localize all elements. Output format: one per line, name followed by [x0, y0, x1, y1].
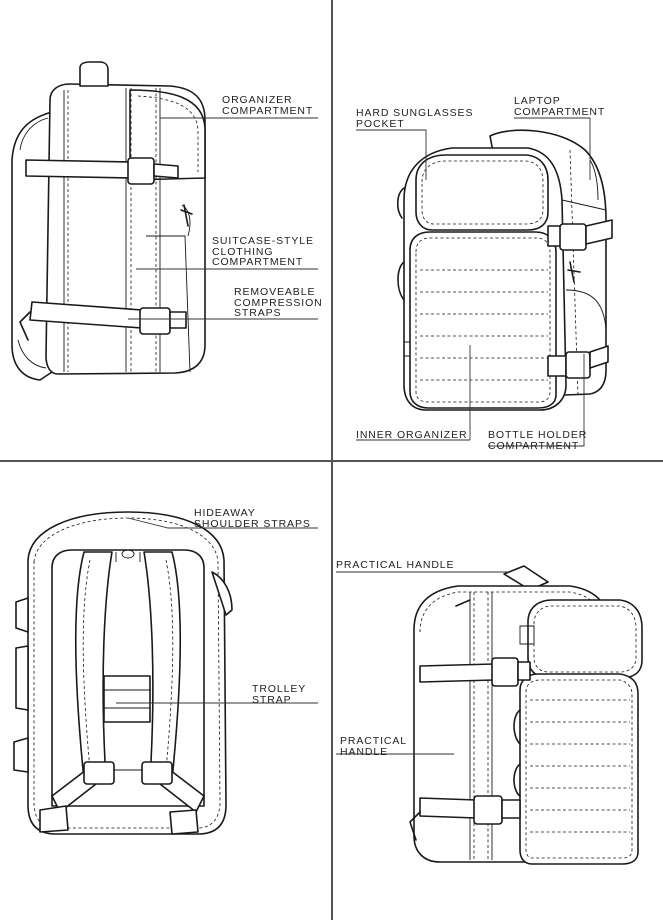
label-hideaway-shoulder-straps: HIDEAWAY SHOULDER STRAPS [194, 507, 311, 530]
label-removeable-compression-straps: REMOVEABLE COMPRESSION STRAPS [234, 286, 323, 319]
front-view-backpack [396, 129, 613, 411]
side-view-backpack [11, 61, 206, 381]
label-inner-organizer: INNER ORGANIZER [356, 429, 468, 441]
label-laptop-compartment: LAPTOP COMPARTMENT [514, 95, 606, 118]
back-view-backpack [13, 511, 233, 835]
label-hard-sunglasses-pocket: HARD SUNGLASSES POCKET [356, 107, 474, 130]
label-bottle-holder-compartment: BOTTLE HOLDER COMPARTMENT [488, 429, 588, 452]
label-organizer-compartment: ORGANIZER COMPARTMENT [222, 94, 314, 117]
horizontal-divider [0, 460, 663, 462]
label-trolley-strap: TROLLEY STRAP [252, 683, 307, 706]
label-practical-handle-side: PRACTICAL HANDLE [340, 735, 408, 758]
label-practical-handle-top: PRACTICAL HANDLE [336, 559, 455, 571]
angled-view-backpack [409, 565, 643, 865]
label-suitcase-style-clothing-compartment: SUITCASE-STYLE CLOTHING COMPARTMENT [212, 235, 314, 268]
